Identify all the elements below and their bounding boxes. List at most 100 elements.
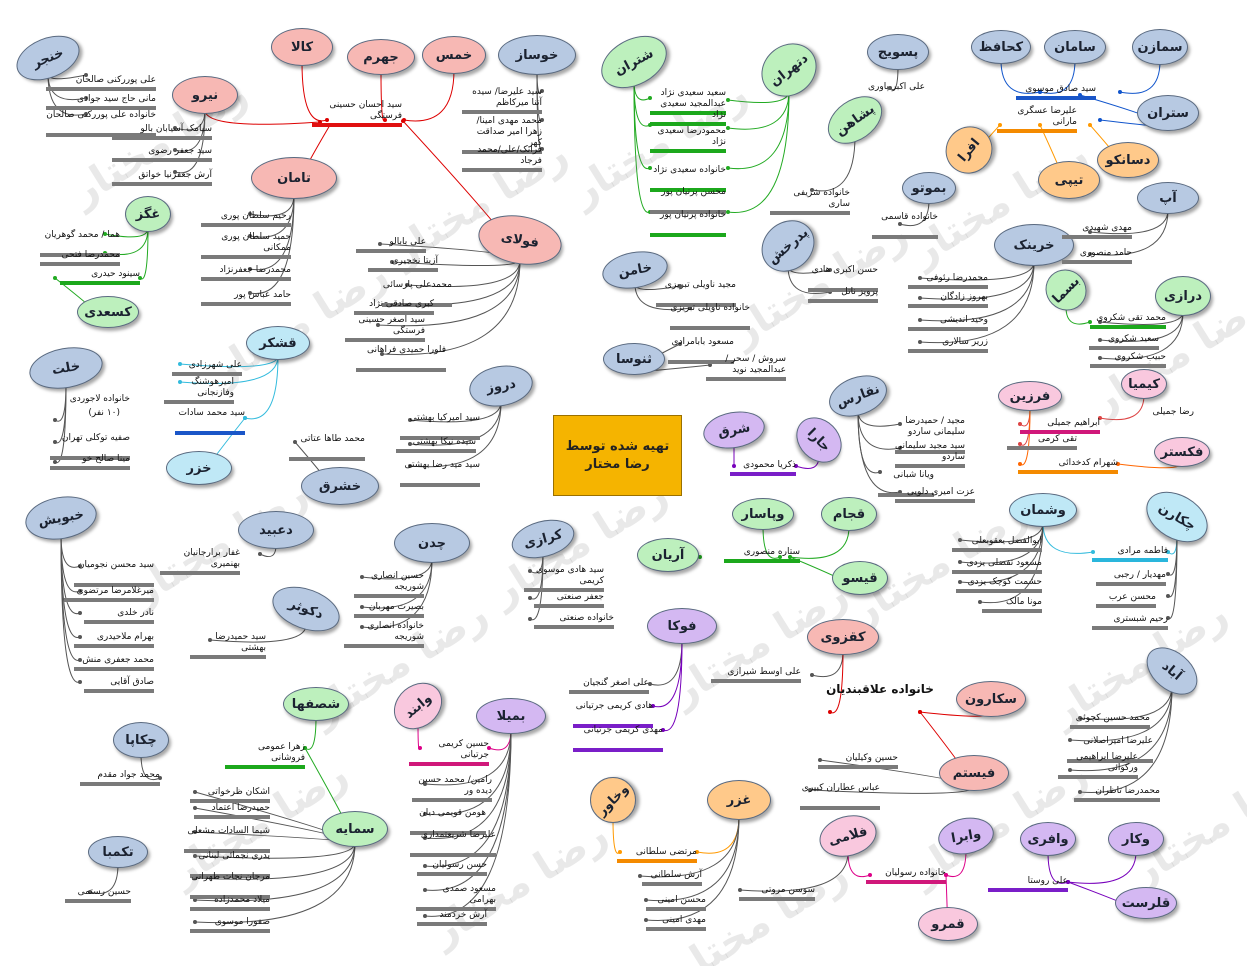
connector-endpoint	[103, 232, 107, 236]
person-label: سید مجید سلیمانی ساردو	[895, 441, 965, 462]
node-dasanko[interactable]: دسانکو	[1097, 142, 1159, 178]
node-vakar[interactable]: وکار	[1108, 822, 1164, 856]
node-tanosa[interactable]: ثنوسا	[603, 343, 665, 375]
person-label: ستاره منصوری	[743, 547, 800, 557]
node-veypasar[interactable]: وپاسار	[732, 498, 794, 530]
person-label: عبدالمجید سعیدی نژاد	[660, 99, 726, 120]
node-ferzin[interactable]: فرزین	[998, 381, 1062, 411]
connector-line	[1039, 59, 1076, 94]
node-vafari[interactable]: وافری	[1020, 822, 1076, 856]
connector-endpoint	[695, 850, 699, 854]
node-saman[interactable]: سامان	[1044, 30, 1106, 64]
label-bar	[908, 285, 988, 289]
connector-line	[899, 199, 930, 226]
node-khomes[interactable]: خمس	[422, 36, 486, 74]
connector-line	[662, 639, 683, 732]
node-ap[interactable]: آپ	[1137, 182, 1199, 214]
node-ghazvini[interactable]: کقزوی	[807, 619, 879, 655]
person-label: حسین وکیلیان	[845, 753, 898, 763]
connector-endpoint	[325, 118, 329, 122]
label-bar	[656, 303, 736, 307]
connector-line	[1079, 685, 1173, 720]
connector-line	[304, 716, 317, 750]
node-fibestam[interactable]: فیستم	[939, 755, 1009, 791]
connector-line	[249, 194, 295, 295]
person-label: سید جعفر رضوی	[148, 146, 212, 156]
label-bar	[201, 302, 291, 306]
node-kehafez[interactable]: کحافظ	[971, 30, 1031, 64]
person-label: سید حمیدرضا بهشتی	[215, 632, 266, 653]
node-kasadi[interactable]: کسعدی	[77, 296, 139, 328]
node-vshman[interactable]: وشمان	[1009, 493, 1077, 527]
person-label: غفار برارجانیان بهنمیری	[183, 548, 240, 569]
label-bar	[952, 570, 1042, 574]
person-label: فرانک/علی/محمد فرجاد	[477, 145, 542, 166]
person-label: یدری نجمائی لبنانی	[198, 851, 270, 861]
node-takmaba[interactable]: تکمبا	[88, 836, 148, 868]
person-label: زهرا عمومی فروشانی	[258, 742, 305, 763]
node-sakaron[interactable]: سکارون	[956, 681, 1026, 717]
node-chadan[interactable]: چدن	[394, 523, 470, 563]
node-ghalresat[interactable]: قلرست	[1115, 887, 1177, 919]
person-label: رحیم شبستری	[1113, 614, 1169, 624]
node-bemoto[interactable]: بموتو	[902, 172, 956, 204]
label-bar	[462, 150, 542, 154]
person-label: حامد عباس پور	[234, 290, 291, 300]
node-ghamro[interactable]: قمرو	[918, 907, 978, 941]
label-bar	[50, 466, 130, 470]
person-label: صفورا موسوی	[214, 917, 270, 927]
node-kala[interactable]: کالا	[271, 28, 333, 66]
person-label: سید محمد سادات	[178, 408, 245, 418]
label-bar	[1092, 558, 1168, 562]
connector-line	[696, 815, 740, 854]
connector-line	[179, 355, 279, 384]
node-chakapa[interactable]: چکاپا	[113, 722, 169, 758]
node-arian[interactable]: آریان	[637, 538, 699, 572]
label-bar	[190, 655, 266, 659]
connector-endpoint	[78, 680, 82, 684]
label-bar	[382, 303, 452, 307]
node-kharink[interactable]: خرینک	[994, 224, 1074, 266]
label-bar	[356, 249, 426, 253]
node-dabid[interactable]: دعبید	[238, 511, 314, 549]
node-khazar[interactable]: خزر	[166, 451, 232, 485]
connector-endpoint	[423, 812, 427, 816]
node-pasvij[interactable]: پسویج	[867, 34, 929, 70]
node-feksetar[interactable]: فکستر	[1154, 437, 1210, 467]
connector-endpoint	[408, 464, 412, 468]
connector-line	[1042, 522, 1094, 554]
node-khoshraq[interactable]: خشرق	[301, 467, 379, 505]
node-setran[interactable]: ستران	[1137, 95, 1199, 131]
label-bar	[908, 327, 988, 331]
node-ghiso[interactable]: قیسو	[832, 561, 888, 595]
node-foka[interactable]: فوکا	[647, 608, 717, 644]
node-ghaghez[interactable]: غگز	[125, 196, 171, 232]
node-tamaan[interactable]: تامان	[251, 157, 337, 199]
node-khoosaz[interactable]: خوساز	[498, 35, 576, 75]
node-bemila[interactable]: بمیلا	[476, 698, 546, 734]
connector-endpoint	[726, 98, 730, 102]
node-shasfaha[interactable]: شصفها	[283, 687, 349, 721]
node-ghorz[interactable]: غزر	[707, 780, 771, 820]
connector-endpoint	[53, 460, 57, 464]
node-darzi[interactable]: درازی	[1155, 276, 1211, 316]
label-bar	[172, 372, 242, 376]
label-bar	[724, 559, 800, 563]
node-ghajam[interactable]: قجام	[821, 497, 877, 531]
connector-endpoint	[528, 596, 532, 600]
label-bar	[80, 782, 160, 786]
node-kimia[interactable]: کیمیا	[1121, 369, 1167, 399]
node-samazen[interactable]: سمازن	[1132, 29, 1188, 65]
connector-line	[1069, 685, 1173, 742]
connector-line	[377, 259, 521, 327]
node-tipi[interactable]: تیپی	[1038, 161, 1100, 199]
person-label: میرغلامرضا مرتضوی	[76, 586, 154, 596]
node-gheshkar[interactable]: قشکر	[246, 326, 310, 360]
connector-line	[857, 410, 901, 450]
node-jahrom[interactable]: جهرم	[347, 39, 415, 75]
node-samayeh[interactable]: سمایه	[322, 811, 388, 847]
person-label: خانواده ناویلی تبریزی	[670, 303, 750, 313]
connector-line	[89, 863, 119, 894]
person-label: سعید شکروی	[1107, 334, 1159, 344]
node-niro[interactable]: نیرو	[172, 76, 238, 114]
